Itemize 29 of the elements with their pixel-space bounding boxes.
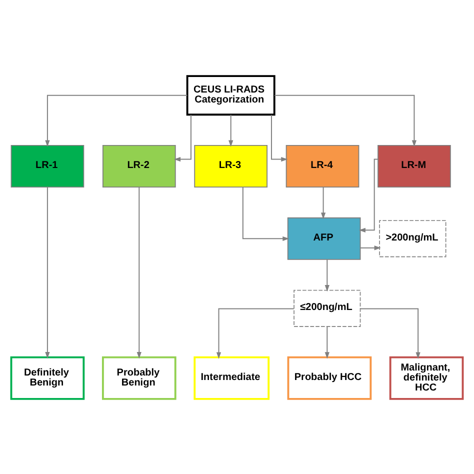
node-box: LR-2	[102, 144, 176, 187]
arrow	[360, 245, 381, 250]
arrow	[45, 94, 188, 146]
arrow	[242, 186, 290, 240]
arrow	[324, 258, 330, 292]
node-box: LR-1	[10, 144, 84, 187]
arrow	[360, 308, 420, 358]
node-box: LR-M	[378, 144, 451, 187]
arrow	[216, 308, 294, 358]
arrow	[136, 186, 142, 358]
node-box: ≤200ng/mL	[294, 289, 361, 326]
arrow	[358, 158, 378, 232]
node-box: Probably HCC	[287, 356, 372, 400]
arrow	[174, 114, 192, 162]
node-box: Malignant, definitely HCC	[389, 356, 464, 400]
node-box: Definitely Benign	[10, 356, 85, 400]
arrow	[228, 114, 234, 146]
node-box: CEUS LI-RADS Categorization	[186, 74, 276, 116]
node-box: LR-3	[194, 144, 268, 187]
arrow	[45, 186, 50, 358]
arrow	[324, 326, 330, 358]
arrow	[270, 114, 288, 162]
node-box: Probably Benign	[102, 356, 176, 400]
arrow	[274, 94, 417, 146]
node-box: Intermediate	[194, 356, 270, 400]
node-box: >200ng/mL	[379, 220, 446, 257]
arrow	[320, 186, 326, 219]
node-box: LR-4	[286, 144, 360, 187]
node-box: AFP	[287, 216, 361, 260]
